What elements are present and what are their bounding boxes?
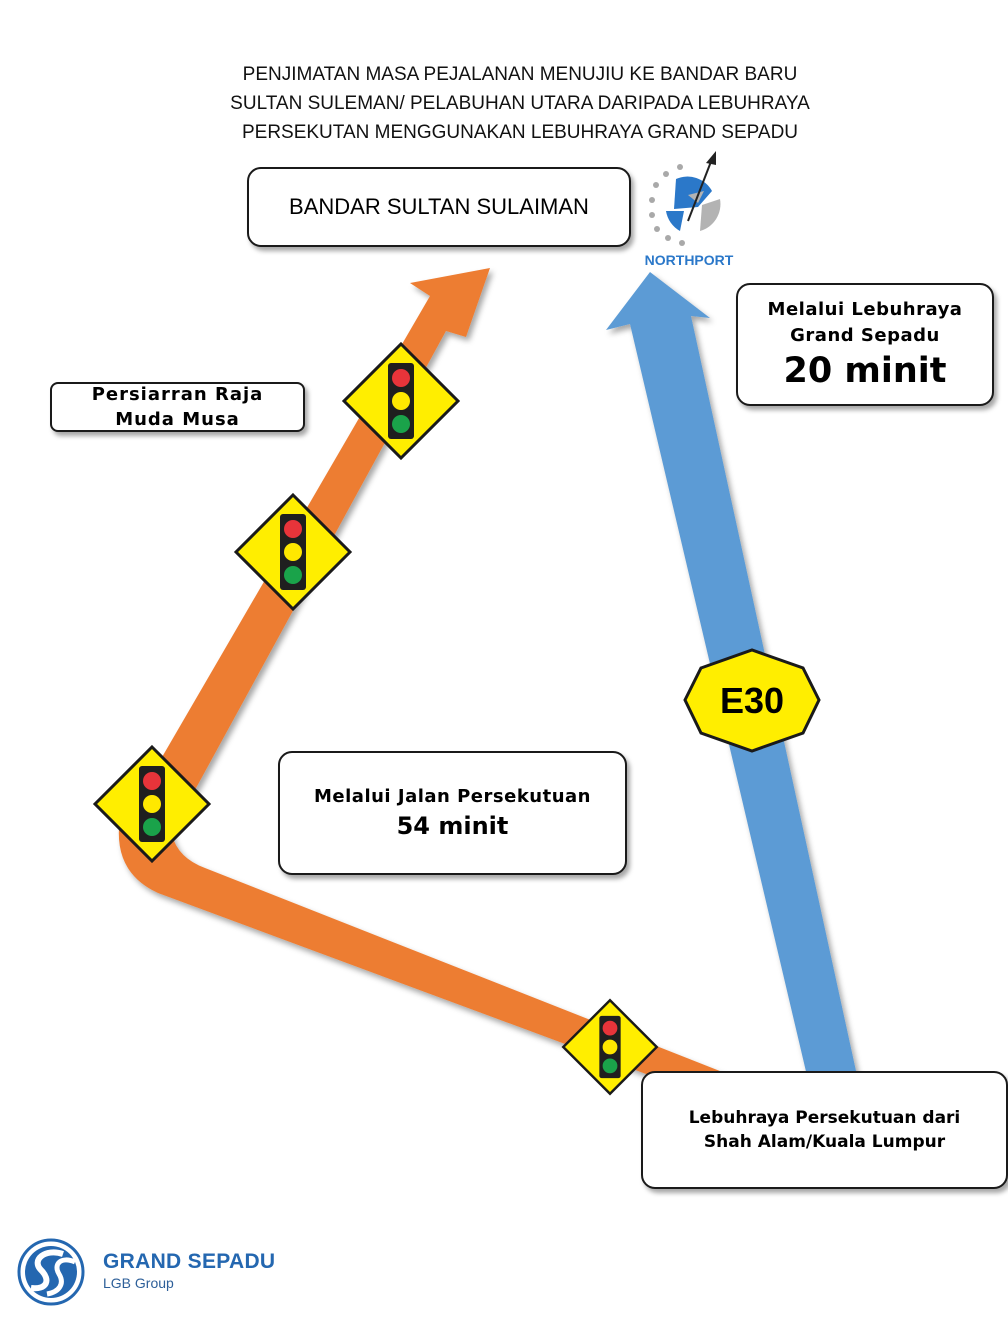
federal-route-line: Melalui Jalan Persekutuan	[314, 786, 591, 807]
federal-route-time: 54 minit	[396, 812, 509, 840]
road-name-box: Persiarran Raja Muda Musa	[50, 382, 305, 432]
federal-route-box: Melalui Jalan Persekutuan 54 minit	[278, 751, 627, 875]
title-line: PENJIMATAN MASA PEJALANAN MENUJIU KE BAN…	[242, 64, 798, 85]
destination-label: BANDAR SULTAN SULAIMAN	[289, 194, 589, 219]
start-box: Lebuhraya Persekutuan dari Shah Alam/Kua…	[641, 1071, 1008, 1189]
start-line: Lebuhraya Persekutuan dari	[688, 1108, 961, 1128]
sepadu-route-line: Melalui Lebuhraya	[767, 298, 963, 320]
e30-highway-sign	[683, 648, 821, 753]
e30-label: E30	[719, 680, 785, 721]
northport-label: NORTHPORT	[644, 252, 734, 268]
title-line: SULTAN SULEMAN/ PELABUHAN UTARA DARIPADA…	[230, 93, 810, 114]
start-line: Shah Alam/Kuala Lumpur	[703, 1132, 946, 1152]
sepadu-route-time: 20 minit	[783, 350, 947, 391]
title-line: PERSEKUTAN MENGGUNAKAN LEBUHRAYA GRAND S…	[241, 122, 799, 143]
road-name-line: Muda Musa	[115, 409, 240, 430]
page-title: PENJIMATAN MASA PEJALANAN MENUJIU KE BAN…	[150, 60, 890, 147]
sepadu-route-line: Grand Sepadu	[790, 324, 940, 346]
brand-sub: LGB Group	[103, 1275, 174, 1291]
sepadu-route-box: Melalui Lebuhraya Grand Sepadu 20 minit	[736, 283, 994, 406]
grand-sepadu-logo	[17, 1238, 85, 1306]
brand-name: GRAND SEPADU	[103, 1250, 276, 1273]
destination-box: BANDAR SULTAN SULAIMAN	[247, 167, 631, 247]
road-name-line: Persiarran Raja	[91, 384, 264, 405]
northport-globe-logo	[649, 151, 721, 246]
